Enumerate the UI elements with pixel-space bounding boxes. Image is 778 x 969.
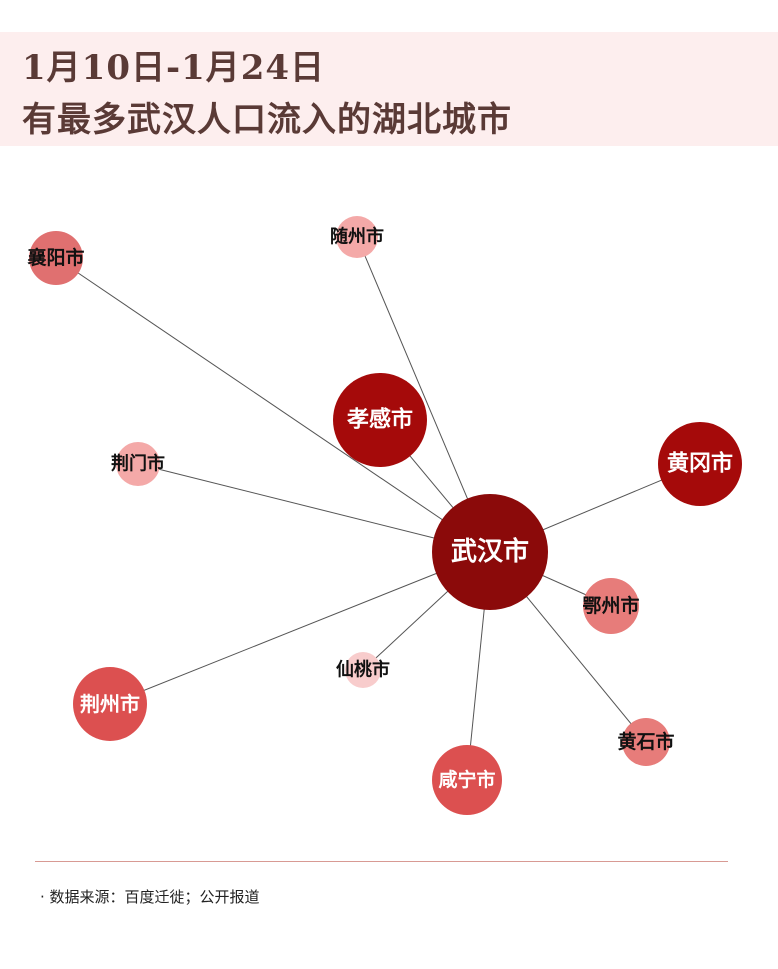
city-node-circle [345,652,381,688]
city-node: 随州市 [330,216,384,258]
city-node: 咸宁市 [432,745,502,815]
city-node-label: 孝感市 [346,407,413,433]
city-node-circle [432,494,548,610]
city-node-circle [336,216,378,258]
city-node-label: 仙桃市 [336,659,390,681]
city-node: 仙桃市 [336,652,390,688]
city-node-label: 荆门市 [111,453,165,475]
city-node-circle [73,667,147,741]
city-node: 鄂州市 [582,578,640,634]
city-node-circle [583,578,639,634]
title-banner [0,32,778,146]
city-node: 黄冈市 [658,422,742,506]
edge-line [137,463,491,553]
city-node-label: 襄阳市 [26,246,84,269]
city-node-label: 随州市 [330,226,384,248]
edge-line [55,257,491,553]
city-node: 荆州市 [73,667,147,741]
city-node-circle [622,718,670,766]
city-node: 黄石市 [617,718,675,766]
city-node-label: 黄冈市 [667,451,733,477]
city-node-circle [432,745,502,815]
city-node-label: 鄂州市 [582,594,639,617]
city-node-label: 咸宁市 [438,768,495,791]
city-node: 武汉市 [432,494,548,610]
data-source-note: · 数据来源：百度迁徙；公开报道 [40,888,260,906]
footer-divider [35,861,728,862]
city-node: 孝感市 [333,373,427,467]
city-node-circle [333,373,427,467]
city-node-label: 黄石市 [617,730,674,753]
title-main: 有最多武汉人口流入的湖北城市 [22,100,512,140]
city-node: 荆门市 [111,442,165,486]
city-node-circle [658,422,742,506]
title-date-range: 1月10日-1月24日 [22,48,326,88]
city-node: 襄阳市 [26,231,85,285]
city-node-circle [116,442,160,486]
city-node-label: 荆州市 [80,692,140,716]
edges [55,236,701,781]
city-node-label: 武汉市 [451,536,529,567]
edge-line [109,551,491,705]
city-node-circle [29,231,83,285]
